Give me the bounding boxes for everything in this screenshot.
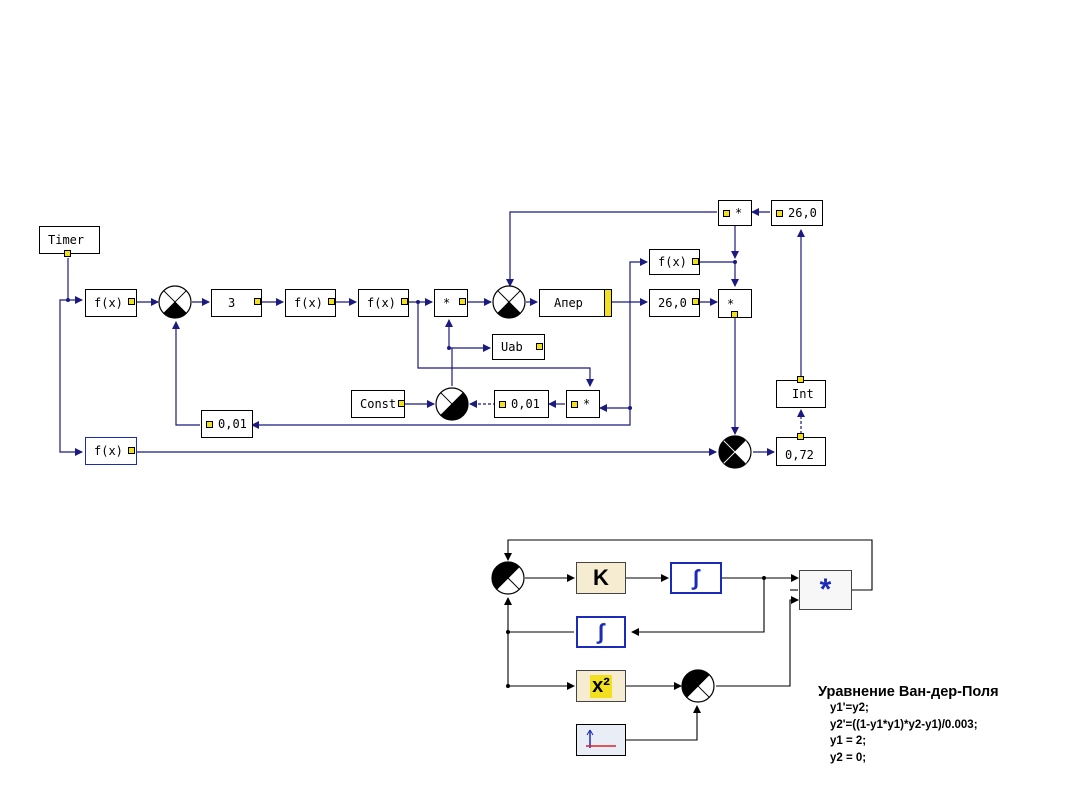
multiplier-block-low[interactable]: * <box>566 390 600 418</box>
wire2-mux-fb <box>504 539 873 591</box>
wire-fx3-branch <box>417 302 594 387</box>
fxbottom-port[interactable] <box>128 447 135 454</box>
gain-26-label-a: 26,0 <box>658 296 687 310</box>
wire-aper-down <box>251 302 631 429</box>
gain-072-block[interactable]: 0,72 <box>776 437 826 466</box>
mult-label-1: * <box>443 296 451 310</box>
multtop-port[interactable] <box>723 209 730 217</box>
fx-label-3: f(x) <box>367 296 396 310</box>
multright-port[interactable] <box>731 311 738 318</box>
multlow-port[interactable] <box>571 400 578 408</box>
gain-k-label: K <box>593 565 609 590</box>
generator-icon <box>586 729 616 748</box>
equation-note: Уравнение Ван-дер-Поля y1'=y2; y2'=((1-y… <box>818 684 999 766</box>
multiplier-block-1[interactable]: * <box>434 289 468 317</box>
gain-k-block[interactable]: K <box>576 562 626 594</box>
wire-timer-fxbottom <box>59 299 83 456</box>
gain-001-label-b: 0,01 <box>218 417 247 431</box>
mult1-port[interactable] <box>459 298 466 305</box>
note-title: Уравнение Ван-дер-Поля <box>818 684 999 700</box>
wire2-sum-mux <box>716 596 799 687</box>
summator-3[interactable] <box>435 387 469 421</box>
wire-aper-fxtop <box>629 258 648 302</box>
gain26a-port[interactable] <box>692 298 699 305</box>
square-label: x² <box>590 674 612 698</box>
multiplier-block-top[interactable]: * <box>718 200 752 226</box>
timer-label: Timer <box>48 233 85 247</box>
integral-label-1: ∫ <box>692 565 700 590</box>
gain072-port[interactable] <box>797 433 804 440</box>
int-block[interactable]: Int <box>776 380 826 408</box>
aper-output-bar <box>604 289 612 317</box>
fx1-port[interactable] <box>128 298 135 305</box>
gain-001-block-b[interactable]: 0,01 <box>201 410 253 438</box>
gain-26-block-b[interactable]: 26,0 <box>771 200 823 226</box>
summator-diag2-a[interactable] <box>491 561 525 595</box>
gain-072-label: 0,72 <box>785 447 814 462</box>
fx-block-2[interactable]: f(x) <box>285 289 336 317</box>
gain-001-label-a: 0,01 <box>511 397 540 411</box>
mult-label-top: * <box>735 206 743 220</box>
uab-port[interactable] <box>536 343 543 350</box>
wire-multtop-sum2 <box>506 211 717 287</box>
int-label: Int <box>792 387 814 401</box>
wire-k001b-sum1 <box>172 321 200 426</box>
fx-label-top: f(x) <box>658 255 687 269</box>
fx-label-2: f(x) <box>294 296 323 310</box>
gain001a-port[interactable] <box>499 400 506 408</box>
gain26b-port[interactable] <box>776 209 783 217</box>
note-line-4: y2 = 0; <box>830 751 867 764</box>
wire2-int1-branch <box>631 578 765 636</box>
summator-2[interactable] <box>492 285 526 319</box>
summator-diag2-b[interactable] <box>681 669 715 703</box>
const-label: Const <box>360 397 397 411</box>
fx3-port[interactable] <box>401 298 408 305</box>
fx-label-bottom: f(x) <box>94 444 123 458</box>
integral-label-2: ∫ <box>597 619 605 644</box>
uab-block[interactable]: Uab <box>492 334 545 360</box>
fx-label-1: f(x) <box>94 296 123 310</box>
multiplex-label: * <box>819 573 832 606</box>
int-port[interactable] <box>797 376 804 383</box>
fx2-port[interactable] <box>328 298 335 305</box>
square-block[interactable]: x² <box>576 670 626 702</box>
fx-block-3[interactable]: f(x) <box>358 289 409 317</box>
aper-label: Aпер <box>554 296 583 310</box>
integrator-block-2[interactable]: ∫ <box>576 616 626 648</box>
const-port[interactable] <box>398 400 405 407</box>
summator-1[interactable] <box>158 285 192 319</box>
generator-block[interactable] <box>576 724 626 756</box>
gain-3-block[interactable]: 3 <box>211 289 262 317</box>
wire-fxtop-multright <box>700 261 739 287</box>
const-block[interactable]: Const <box>351 390 405 418</box>
note-line-1: y1'=y2; <box>830 702 869 714</box>
note-line-3: y1 = 2; <box>830 735 867 747</box>
multiplex-block[interactable]: * <box>799 570 852 610</box>
mult-label-low: * <box>583 397 591 411</box>
gain3-port[interactable] <box>254 298 261 305</box>
gain-3-label: 3 <box>228 296 236 310</box>
gain-26-label-b: 26,0 <box>788 206 817 220</box>
fx-block-top[interactable]: f(x) <box>649 249 700 275</box>
gain-001-block-a[interactable]: 0,01 <box>494 390 549 418</box>
note-line-2: y2'=((1-y1*y1)*y2-y1)/0.003; <box>830 718 978 731</box>
fxtop-port[interactable] <box>692 258 699 265</box>
aper-block[interactable]: Aпер <box>539 289 612 317</box>
wire2-gen-sum <box>626 705 701 741</box>
uab-label: Uab <box>501 340 523 354</box>
summator-4[interactable] <box>718 435 752 469</box>
mult-label-right: * <box>727 296 735 311</box>
gain001b-port[interactable] <box>206 420 213 428</box>
gain-26-block-a[interactable]: 26,0 <box>649 289 700 317</box>
timer-port[interactable] <box>64 250 71 257</box>
timer-block[interactable]: Timer <box>39 226 100 254</box>
integrator-block-1[interactable]: ∫ <box>670 562 722 594</box>
